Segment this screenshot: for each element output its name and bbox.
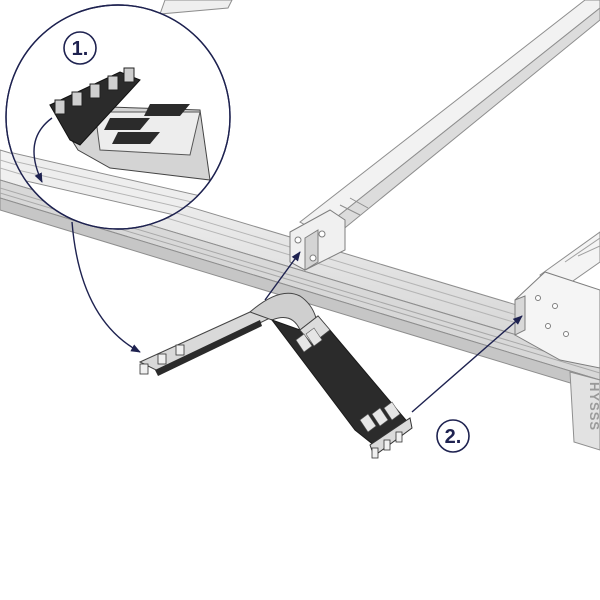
- rail-clamp-middle: [289, 209, 346, 271]
- assembly-arrow-icon: [71, 221, 141, 353]
- step-1-marker: 1.: [63, 31, 97, 65]
- rail-clamp-right: [514, 271, 600, 369]
- cross-bar-middle: [299, 0, 600, 241]
- step-2-marker: 2.: [436, 419, 470, 453]
- assembly-arrows: [71, 221, 523, 413]
- step-1-label: 1.: [72, 38, 89, 60]
- assembly-arrow-icon: [411, 315, 523, 413]
- step-2-label: 2.: [445, 426, 462, 448]
- cross-bar-back: [159, 0, 233, 15]
- brand-mark: HYSSS: [587, 382, 600, 431]
- assembly-arrow-icon: [264, 251, 301, 301]
- zoom-callout-icon: [5, 4, 231, 230]
- wind-deflector-bracket: [138, 292, 413, 459]
- rail-end-cap: HYSSS: [569, 371, 600, 451]
